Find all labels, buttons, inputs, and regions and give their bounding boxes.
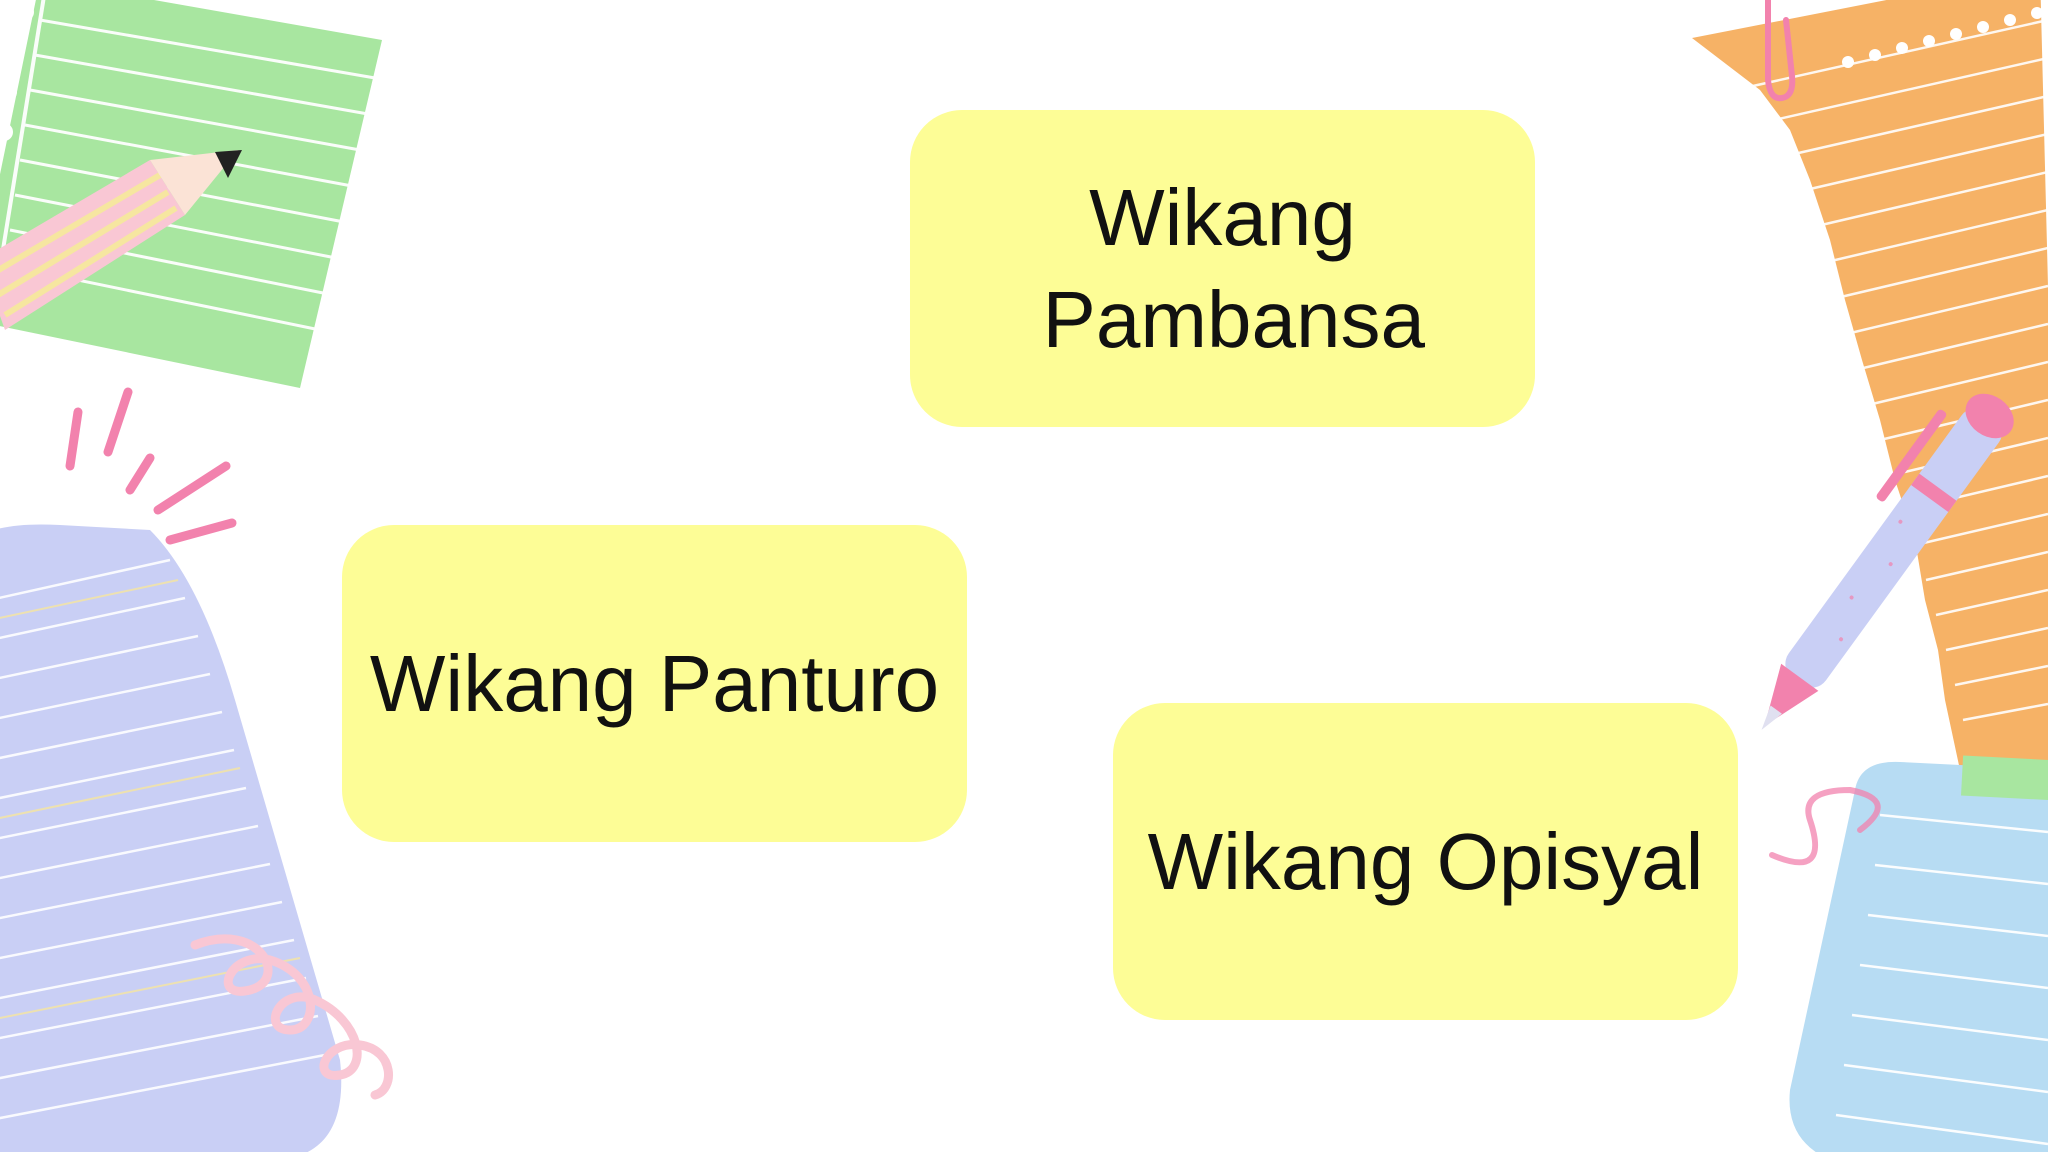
- blue-notepad-icon: [1769, 755, 2048, 1152]
- card-wikang-pambansa: Wikang Pambansa: [910, 110, 1535, 427]
- spiral-scribble-icon: [190, 934, 393, 1100]
- notebook-icon: [0, 524, 342, 1152]
- card-label: Wikang Pambansa: [1042, 172, 1425, 364]
- paperclip-icon: [1765, 0, 1796, 102]
- pen-icon: [1761, 393, 2014, 730]
- pencil-icon: [0, 150, 242, 330]
- orange-paper-icon: [1692, 0, 2048, 770]
- card-wikang-panturo: Wikang Panturo: [342, 525, 967, 842]
- card-label: Wikang Panturo: [369, 638, 940, 728]
- burst-lines-icon: [65, 387, 237, 545]
- card-wikang-opisyal: Wikang Opisyal: [1113, 703, 1738, 1020]
- card-label: Wikang Opisyal: [1147, 816, 1704, 906]
